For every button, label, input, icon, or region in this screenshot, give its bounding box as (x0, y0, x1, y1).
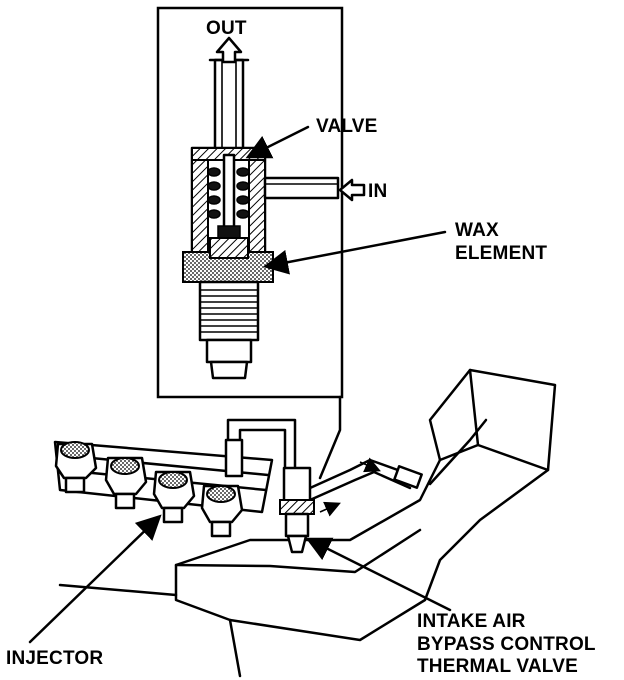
injector-2 (104, 456, 148, 510)
spring-right (236, 167, 250, 219)
wax-leader (263, 230, 447, 275)
inset-callout-line (318, 395, 342, 480)
label-out: OUT (206, 18, 247, 39)
injector-3 (152, 470, 196, 524)
label-injector: INJECTOR (6, 648, 103, 669)
thermal-valve-leader (305, 537, 452, 612)
injector-4 (200, 484, 244, 538)
out-arrow (215, 36, 243, 64)
sensing-tip (205, 338, 253, 380)
label-valve: VALVE (316, 116, 378, 137)
threaded-section (198, 280, 260, 342)
spring-left (207, 167, 221, 219)
label-thermal-line1: INTAKE AIR (417, 611, 526, 632)
inlet-tube (263, 176, 340, 200)
injectors (54, 441, 244, 538)
wax-element (182, 237, 274, 283)
label-wax-line2: ELEMENT (455, 243, 547, 264)
label-thermal-line2: BYPASS CONTROL (417, 634, 596, 655)
outlet-tube (208, 58, 250, 157)
valve-leader (245, 125, 310, 159)
thermal-valve-installed (279, 466, 315, 554)
bypass-hoses (224, 418, 488, 517)
in-arrow (338, 178, 366, 202)
label-thermal-line3: THERMAL VALVE (417, 656, 578, 677)
injector-leader (28, 514, 162, 644)
intake-duct (58, 368, 557, 678)
label-in: IN (368, 181, 387, 202)
label-wax-line1: WAX (455, 220, 499, 241)
injector-1 (54, 441, 98, 494)
detail-inset (156, 6, 447, 399)
